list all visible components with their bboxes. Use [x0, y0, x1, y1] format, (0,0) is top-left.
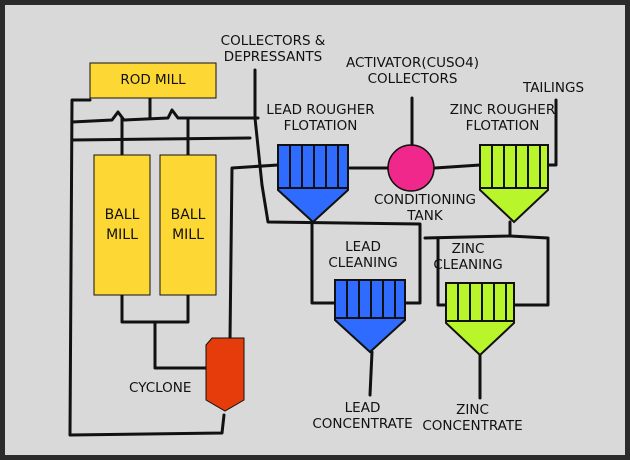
pipe-mill-bottoms [120, 293, 190, 324]
cyclone-label: CYCLONE [129, 380, 192, 396]
pipe-zinc-to-clean [436, 236, 450, 307]
lead-cleaning-cell [334, 279, 406, 354]
pipe-collectors [253, 68, 264, 187]
zinc-cleaning-cell [445, 282, 515, 357]
pipe-zinc-recycle [508, 234, 550, 307]
ball-mill-1 [93, 154, 151, 296]
ball-mill-2 [159, 154, 217, 296]
pipe-left-loop [68, 98, 226, 437]
pipe-tank-to-zinc [433, 163, 482, 170]
flowsheet-diagram [68, 62, 558, 437]
collectors-depressants-label: COLLECTORS &DEPRESSANTS [220, 33, 326, 66]
lead-rougher-cell [277, 144, 349, 224]
pipe-lead-conc-out [368, 350, 374, 397]
cyclone-vessel [205, 337, 245, 412]
activator-collectors-label: ACTIVATOR(CUSO4)COLLECTORS [345, 55, 480, 88]
pipe-feed-mid [70, 136, 252, 142]
pipe-to-cyclone [153, 320, 208, 370]
zinc-rougher-cell [479, 144, 549, 224]
pipe-cyclone-overflow [228, 163, 280, 342]
rod-mill [89, 62, 217, 99]
conditioning-tank-vessel [387, 144, 435, 192]
pipe-tailings [546, 98, 558, 167]
tailings-label: TAILINGS [523, 80, 585, 96]
pipe-zinc-rougher-out [423, 220, 512, 240]
pipe-feed-top [70, 108, 260, 124]
pipe-mill-tops [120, 116, 190, 157]
rod-mill-label: ROD MILL [120, 72, 186, 88]
pipe-lead-rougher-out [310, 220, 337, 305]
pipe-lead-return [260, 183, 422, 305]
